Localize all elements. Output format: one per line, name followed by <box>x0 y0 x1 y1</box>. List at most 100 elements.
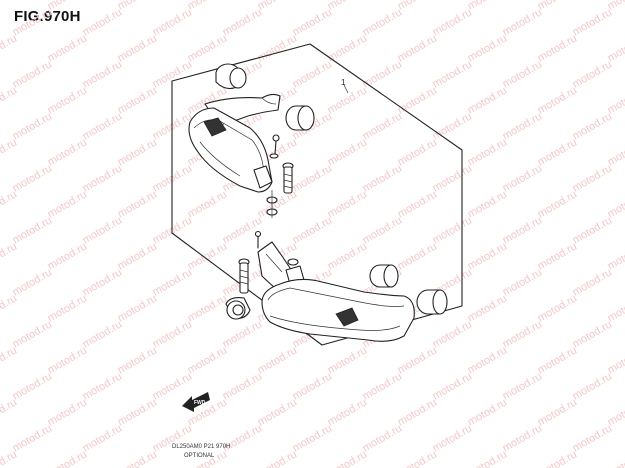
watermark-text: motod.ru <box>396 0 440 13</box>
lower-roller-top <box>369 264 399 288</box>
watermark-text: motod.ru <box>46 344 90 376</box>
watermark-text: motod.ru <box>81 266 125 298</box>
watermark-text: motod.ru <box>11 214 55 246</box>
watermark-text: motod.ru <box>11 110 55 142</box>
watermark-text: motod.ru <box>466 0 510 13</box>
upper-end-weight <box>215 63 247 90</box>
watermark-text: motod.ru <box>396 136 440 168</box>
watermark-text: motod.ru <box>116 292 160 324</box>
watermark-text: motod.ru <box>326 84 370 116</box>
watermark-text: motod.ru <box>291 214 335 246</box>
watermark-text: motod.ru <box>361 370 405 402</box>
watermark-text: motod.ru <box>116 396 160 428</box>
watermark-text: motod.ru <box>116 0 160 13</box>
watermark-text: motod.ru <box>501 266 545 298</box>
watermark-text: motod.ru <box>536 84 580 116</box>
watermark-text: motod.ru <box>46 292 90 324</box>
watermark-text: motod.ru <box>256 448 300 468</box>
watermark-text: motod.ru <box>431 6 475 38</box>
watermark-text: motod.ru <box>116 32 160 64</box>
watermark-text: motod.ru <box>186 188 230 220</box>
watermark-text: motod.ru <box>256 396 300 428</box>
watermark-text: motod.ru <box>396 240 440 272</box>
watermark-text: motod.ru <box>291 422 335 454</box>
watermark-text: motod.ru <box>11 162 55 194</box>
watermark-text: motod.ru <box>501 214 545 246</box>
watermark-text: motod.ru <box>431 58 475 90</box>
watermark-text: motod.ru <box>116 344 160 376</box>
watermark-text: motod.ru <box>46 0 90 13</box>
watermark-text: motod.ru <box>326 396 370 428</box>
watermark-text: motod.ru <box>11 58 55 90</box>
watermark-text: motod.ru <box>571 422 615 454</box>
watermark-text: motod.ru <box>46 188 90 220</box>
watermark-text: motod.ru <box>151 318 195 350</box>
upper-long-screw <box>282 162 294 194</box>
watermark-text: motod.ru <box>501 6 545 38</box>
watermark-text: motod.ru <box>256 344 300 376</box>
watermark-text: motod.ru <box>431 422 475 454</box>
watermark-text: motod.ru <box>326 344 370 376</box>
watermark-text: motod.ru <box>11 370 55 402</box>
assembly-frame <box>171 43 463 346</box>
watermark-text: motod.ru <box>11 6 55 38</box>
watermark-text: motod.ru <box>431 370 475 402</box>
watermark-text: motod.ru <box>46 84 90 116</box>
watermark-text: motod.ru <box>11 422 55 454</box>
lower-small-bolt <box>254 230 262 249</box>
watermark-text: motod.ru <box>606 448 625 468</box>
watermark-text: motod.ru <box>571 266 615 298</box>
watermark-text: motod.ru <box>431 162 475 194</box>
watermark-text: motod.ru <box>291 370 335 402</box>
watermark-text: motod.ru <box>536 240 580 272</box>
lower-end-weight <box>225 297 251 320</box>
watermark-text: motod.ru <box>256 0 300 13</box>
watermark-text: motod.ru <box>396 344 440 376</box>
watermark-text: motod.ru <box>466 32 510 64</box>
watermark-text: motod.ru <box>186 240 230 272</box>
watermark-text: motod.ru <box>256 188 300 220</box>
watermark-text: motod.ru <box>536 448 580 468</box>
watermark-text: motod.ru <box>466 136 510 168</box>
watermark-text: motod.ru <box>81 58 125 90</box>
watermark-text: motod.ru <box>431 318 475 350</box>
watermark-text: motod.ru <box>536 32 580 64</box>
watermark-text: motod.ru <box>571 162 615 194</box>
watermark-text: motod.ru <box>431 214 475 246</box>
watermark-text: motod.ru <box>396 32 440 64</box>
watermark-text: motod.ru <box>326 0 370 13</box>
watermark-text: motod.ru <box>151 6 195 38</box>
watermark-text: motod.ru <box>326 136 370 168</box>
lower-hand-guard <box>261 278 415 342</box>
watermark-text: motod.ru <box>536 0 580 13</box>
watermark-text: motod.ru <box>396 188 440 220</box>
watermark-text: motod.ru <box>186 344 230 376</box>
watermark-text: motod.ru <box>291 58 335 90</box>
watermark-text: motod.ru <box>326 188 370 220</box>
watermark-text: motod.ru <box>501 370 545 402</box>
watermark-text: motod.ru <box>361 110 405 142</box>
watermark-text: motod.ru <box>571 370 615 402</box>
watermark-text: motod.ru <box>46 136 90 168</box>
lower-long-screw <box>238 258 250 294</box>
upper-hand-guard <box>188 107 273 193</box>
watermark-text: motod.ru <box>221 318 265 350</box>
watermark-text: motod.ru <box>501 162 545 194</box>
watermark-text: motod.ru <box>501 422 545 454</box>
watermark-text: motod.ru <box>221 370 265 402</box>
upper-washer-nut <box>266 190 278 218</box>
callout-number: 1 <box>341 78 346 87</box>
watermark-text: motod.ru <box>326 240 370 272</box>
watermark-text: motod.ru <box>11 266 55 298</box>
watermark-text: motod.ru <box>81 370 125 402</box>
watermark-text: motod.ru <box>501 58 545 90</box>
watermark-text: motod.ru <box>571 318 615 350</box>
watermark-text: motod.ru <box>466 396 510 428</box>
upper-small-bolt <box>269 134 280 159</box>
upper-roller <box>285 105 315 131</box>
watermark-text: motod.ru <box>571 110 615 142</box>
watermark-text: motod.ru <box>396 396 440 428</box>
watermark-text: motod.ru <box>326 448 370 468</box>
watermark-text: motod.ru <box>431 110 475 142</box>
watermark-text: motod.ru <box>291 162 335 194</box>
